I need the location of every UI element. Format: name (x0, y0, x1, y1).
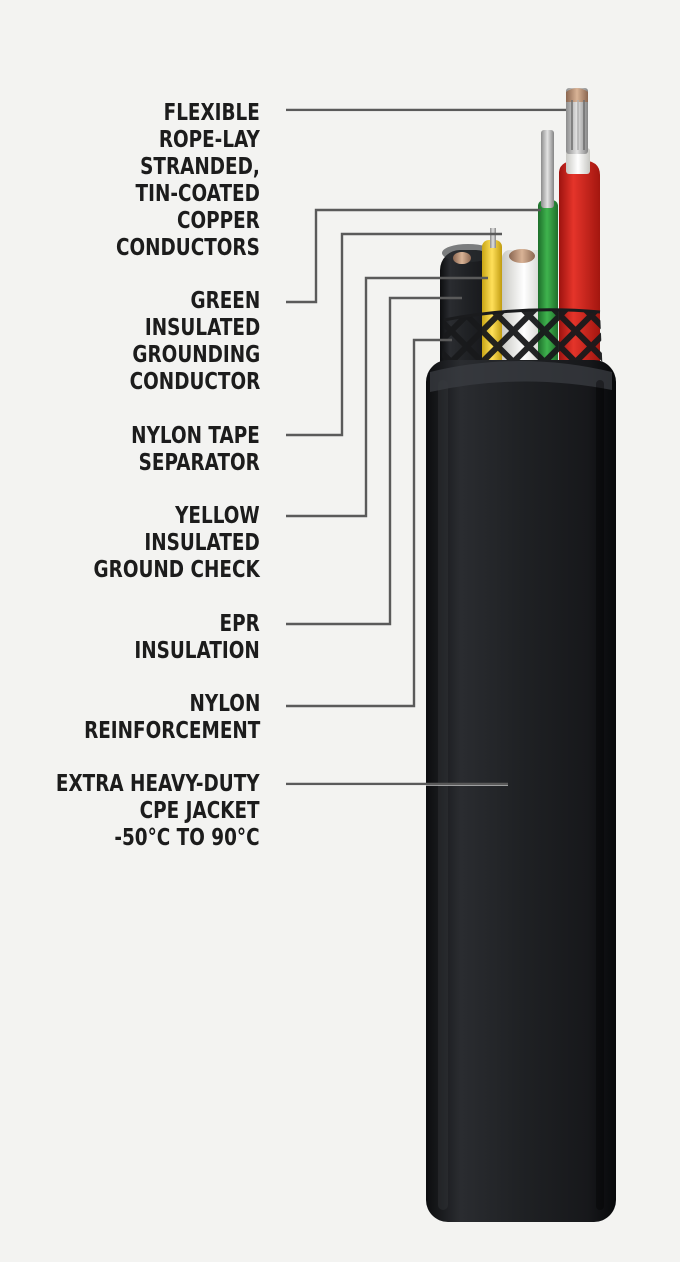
label-line: CONDUCTOR (129, 369, 260, 395)
label-line: -50°C TO 90°C (114, 825, 260, 851)
label-line: STRANDED, (140, 154, 260, 180)
label-line: NYLON (189, 691, 260, 717)
label-line: CONDUCTORS (116, 235, 260, 261)
label-line: COPPER (177, 208, 260, 234)
label-nylon-reinforcement: NYLON REINFORCEMENT (84, 691, 260, 745)
leader-ground-check (286, 276, 488, 518)
label-line: INSULATION (134, 638, 260, 664)
label-line: INSULATED (144, 530, 260, 556)
label-line: GROUND CHECK (93, 557, 260, 583)
label-line: GREEN (190, 288, 260, 314)
label-line: FLEXIBLE (163, 100, 260, 126)
label-conductors: FLEXIBLE ROPE-LAY STRANDED, TIN-COATED C… (116, 100, 260, 262)
label-line: CPE JACKET (140, 798, 260, 824)
cpe-jacket (426, 360, 616, 1222)
leader-grounding (286, 208, 541, 304)
leader-separator (286, 232, 502, 437)
label-tape-separator: NYLON TAPE SEPARATOR (131, 423, 260, 477)
leader-epr (286, 296, 462, 626)
label-line: TIN-COATED (135, 181, 260, 207)
label-line: REINFORCEMENT (83, 718, 260, 744)
label-ground-check: YELLOW INSULATED GROUND CHECK (94, 503, 260, 584)
label-line: INSULATED (144, 315, 260, 341)
label-line: NYLON TAPE (131, 423, 260, 449)
label-cpe-jacket: EXTRA HEAVY-DUTY CPE JACKET -50°C TO 90°… (56, 771, 260, 852)
label-line: EXTRA HEAVY-DUTY (56, 771, 260, 797)
leader-lines (286, 108, 566, 786)
label-line: ROPE-LAY (158, 127, 260, 153)
label-line: EPR (219, 611, 260, 637)
label-line: YELLOW (175, 503, 260, 529)
label-grounding-conductor: GREEN INSULATED GROUNDING CONDUCTOR (129, 288, 260, 396)
leader-reinforcement (286, 338, 452, 708)
label-epr-insulation: EPR INSULATION (135, 611, 260, 665)
label-line: SEPARATOR (138, 450, 260, 476)
label-line: GROUNDING (132, 342, 260, 368)
